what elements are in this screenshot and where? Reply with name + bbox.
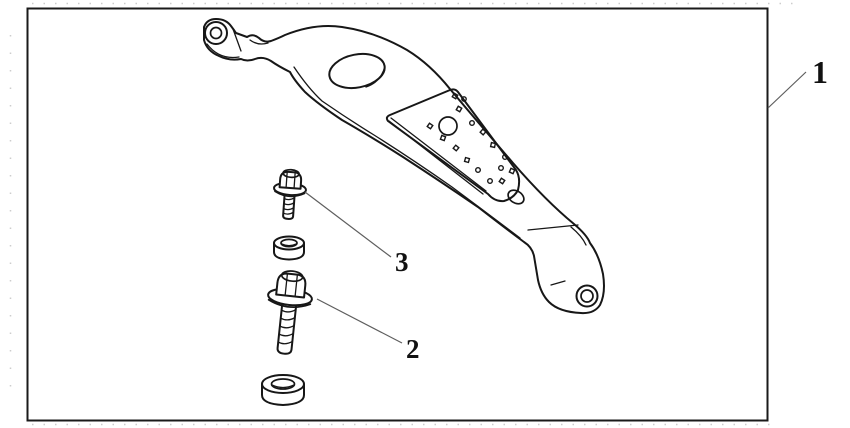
bracket-end-tab — [527, 224, 599, 308]
plate-small-holes — [426, 92, 516, 185]
scan-noise-dots — [9, 2, 800, 426]
callout-3: 3 — [395, 247, 409, 277]
flange-bolt-small — [273, 168, 307, 220]
leader-line-1 — [767, 71, 807, 109]
collar-large — [261, 374, 305, 406]
leader-line-3 — [304, 191, 392, 258]
bracket-part — [203, 18, 605, 315]
callout-2: 2 — [406, 334, 420, 364]
bracket-perforated-plate — [385, 88, 525, 205]
bracket-eyelet-tab — [204, 21, 269, 59]
collar-small — [273, 235, 305, 261]
bracket-oval-hole — [328, 52, 386, 90]
callout-1: 1 — [812, 54, 828, 90]
leader-line-2 — [316, 298, 403, 344]
flange-bolt-large — [267, 270, 313, 355]
